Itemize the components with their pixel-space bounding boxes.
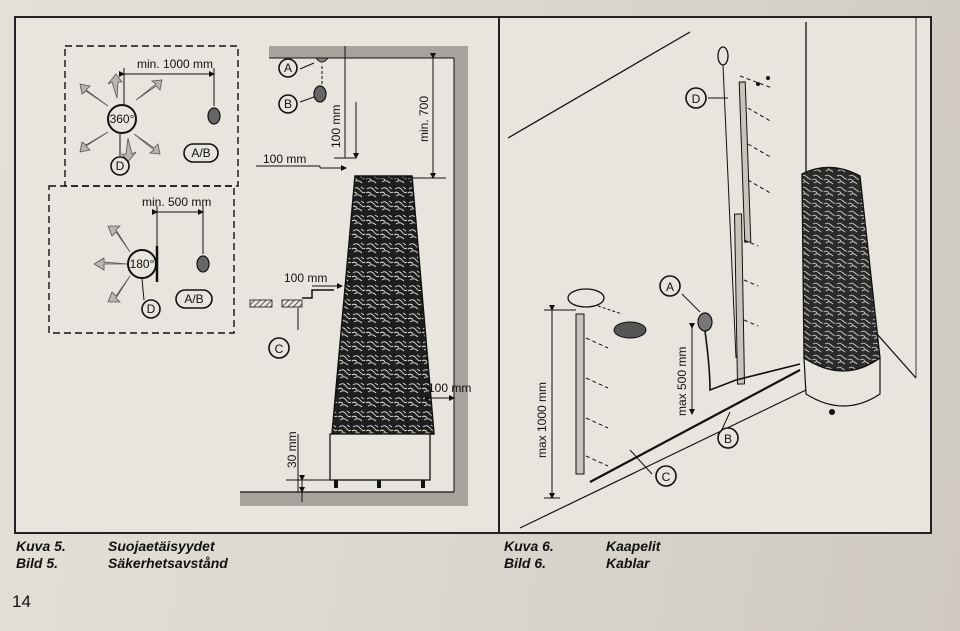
label-circle-b [278, 94, 298, 114]
angle-360-text: 360° [110, 112, 135, 126]
label-circle-a-6 [659, 275, 681, 297]
caption-figure-5-titles: Suojaetäisyydet Säkerhetsavstånd [108, 538, 228, 572]
label-circle-d-6 [685, 87, 707, 109]
arrows-360-icon [79, 73, 163, 163]
figure-6-cables: A B C D max 1000 mm max 500 mm [498, 16, 932, 534]
heater-base-6 [803, 356, 881, 407]
dim-100-right: 100 mm [428, 381, 471, 395]
fig6-label-b: B [724, 432, 732, 446]
fig5-label-ab-top: A/B [191, 146, 210, 160]
label-circle-c-6 [655, 465, 677, 487]
caption-title-fi-5: Suojaetäisyydet [108, 538, 215, 554]
heater-feet [334, 480, 425, 488]
label-circle-d-top [110, 156, 130, 176]
figure-5-drawing: A B C D D A/B A/B 360° 180° min. 1000 mm… [48, 45, 471, 506]
label-pill-ab-top [183, 143, 219, 163]
fig5-label-d-top: D [116, 159, 125, 173]
page-number: 14 [12, 592, 31, 611]
heater-360-symbol [107, 104, 137, 134]
caption-bild-5: Bild 5. [16, 555, 59, 571]
label-circle-c [268, 337, 290, 359]
fig5-label-a: A [284, 61, 292, 75]
caption-figure-5-labels: Kuva 5. Bild 5. [16, 538, 66, 572]
arrows-180-icon [93, 225, 131, 303]
caption-figure-6-labels: Kuva 6. Bild 6. [504, 538, 554, 572]
caption-title-sv-5: Säkerhetsavstånd [108, 555, 228, 571]
fig6-label-a: A [666, 280, 674, 294]
figure-5-safety-distances: A B C D D A/B A/B 360° 180° min. 1000 mm… [14, 16, 500, 534]
heater-stone-basket-6 [801, 166, 881, 372]
caption-title-fi-6: Kaapelit [606, 538, 661, 554]
heater-base [329, 433, 431, 481]
sensor-bottom-icon [196, 255, 210, 273]
sensor-top-icon [207, 107, 221, 125]
dim-100-vertical: 100 mm [329, 105, 343, 148]
label-circle-a [278, 58, 298, 78]
caption-kuva-6: Kuva 6. [504, 538, 554, 554]
dim-max-500: max 500 mm [675, 347, 689, 416]
label-circle-b-6 [717, 427, 739, 449]
dim-min-700: min. 700 [417, 96, 431, 142]
figure-6-drawing: A B C D max 1000 mm max 500 mm [507, 18, 917, 529]
dim-max-1000: max 1000 mm [535, 382, 549, 458]
caption-title-sv-6: Kablar [606, 555, 650, 571]
fig6-label-d: D [692, 92, 701, 106]
fig5-label-b: B [284, 97, 292, 111]
fig6-label-c: C [662, 470, 671, 484]
dim-100-mid: 100 mm [284, 271, 327, 285]
caption-bild-6: Bild 6. [504, 555, 547, 571]
dim-min-500: min. 500 mm [142, 195, 211, 209]
fig5-label-d-bottom: D [147, 302, 156, 316]
fig5-label-c: C [275, 342, 284, 356]
label-circle-d-bottom [141, 299, 161, 319]
dim-min-1000: min. 1000 mm [137, 57, 213, 71]
dim-30: 30 mm [285, 431, 299, 468]
dim-100-left: 100 mm [263, 152, 306, 166]
angle-180-text: 180° [130, 257, 155, 271]
heater-stone-basket [331, 175, 435, 435]
caption-figure-6-titles: Kaapelit Kablar [606, 538, 660, 572]
caption-kuva-5: Kuva 5. [16, 538, 66, 554]
fig5-label-ab-bottom: A/B [184, 292, 203, 306]
ceiling-edge [507, 31, 691, 139]
top-view-180-box [48, 185, 235, 334]
label-pill-ab-bottom [175, 289, 213, 309]
